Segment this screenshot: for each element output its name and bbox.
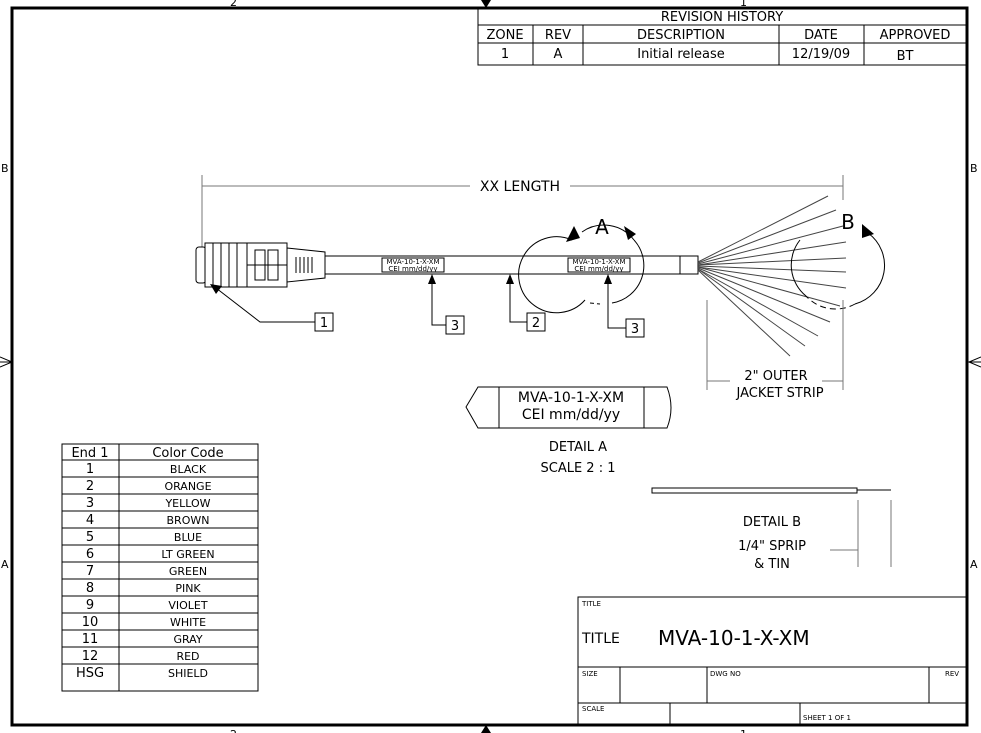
detail-a-callout: A bbox=[518, 215, 645, 314]
drawing-title: MVA-10-1-X-XM bbox=[658, 626, 810, 650]
zone-left-upper: B bbox=[1, 162, 9, 175]
balloon-2-number: 2 bbox=[532, 316, 540, 331]
cable-label-1: MVA-10-1-X-XM CEI mm/dd/yy bbox=[381, 257, 445, 273]
zone-left-lower: A bbox=[1, 558, 9, 571]
color-table-end-cell: 7 bbox=[86, 564, 94, 579]
rev-header-date: DATE bbox=[804, 28, 838, 43]
zone-bottom-right: 1 bbox=[740, 728, 747, 733]
balloon-2: 2 bbox=[506, 274, 546, 332]
length-dimension: XX LENGTH bbox=[201, 175, 844, 255]
balloon-3a-number: 3 bbox=[451, 319, 459, 334]
balloon-3b-number: 3 bbox=[631, 322, 639, 337]
cable-label-1-line1: MVA-10-1-X-XM bbox=[386, 258, 439, 266]
rev-row-date: 12/19/09 bbox=[792, 47, 850, 62]
detail-a-caption: DETAIL A bbox=[549, 440, 607, 455]
color-table-end-cell: HSG bbox=[76, 666, 104, 681]
balloon-3b: 3 bbox=[604, 274, 645, 338]
cable-label-1-line2: CEI mm/dd/yy bbox=[388, 265, 437, 273]
title-block: TITLE TITLE MVA-10-1-X-XM SIZE DWG NO RE… bbox=[577, 596, 968, 726]
zone-bottom-left: 2 bbox=[230, 728, 237, 733]
color-table-end-cell: 1 bbox=[86, 462, 94, 477]
color-code-table: End 1 Color Code 1 BLACK 2 ORANGE 3 YELLOW 4 BROW… bbox=[61, 443, 259, 692]
color-table-color-cell: GREEN bbox=[169, 565, 207, 578]
cable-label-2: MVA-10-1-X-XM CEI mm/dd/yy bbox=[567, 257, 631, 273]
color-table-color-cell: BROWN bbox=[167, 514, 210, 527]
rev-header-zone: ZONE bbox=[486, 28, 523, 43]
detail-a-scale: SCALE 2 : 1 bbox=[541, 461, 616, 476]
detail-b-callout: B bbox=[790, 210, 885, 310]
m12-connector bbox=[195, 242, 326, 288]
rev-header-approved: APPROVED bbox=[880, 28, 951, 43]
jacket-strip-dimension: 2" OUTER JACKET STRIP bbox=[706, 300, 844, 401]
detail-a-label-line2: CEI mm/dd/yy bbox=[522, 407, 620, 423]
center-mark-top bbox=[481, 0, 491, 8]
zone-right-lower: A bbox=[970, 558, 978, 571]
center-mark-left bbox=[0, 356, 14, 368]
color-table-color-cell: SHIELD bbox=[168, 667, 208, 680]
cable-jacket bbox=[325, 255, 699, 275]
detail-b-letter: B bbox=[841, 210, 855, 234]
color-table-header-color: Color Code bbox=[152, 446, 223, 461]
color-table-end-cell: 6 bbox=[86, 547, 94, 562]
rev-row-rev: A bbox=[554, 47, 563, 62]
color-table-color-cell: BLUE bbox=[174, 531, 202, 544]
detail-a-label-line1: MVA-10-1-X-XM bbox=[518, 390, 624, 406]
color-table-header-end: End 1 bbox=[71, 446, 108, 461]
center-mark-right bbox=[967, 356, 981, 368]
detail-b-note-line1: 1/4" SPRIP bbox=[738, 539, 806, 554]
color-table-end-cell: 8 bbox=[86, 581, 94, 596]
color-table-color-cell: YELLOW bbox=[164, 497, 210, 510]
detail-b-view: DETAIL B 1/4" SPRIP & TIN bbox=[651, 487, 892, 572]
length-dimension-label: XX LENGTH bbox=[480, 179, 560, 195]
rev-label: REV bbox=[945, 670, 959, 678]
sheet-border bbox=[10, 6, 969, 727]
color-table-end-cell: 2 bbox=[86, 479, 94, 494]
color-table-end-cell: 4 bbox=[86, 513, 94, 528]
zone-top-left: 2 bbox=[230, 0, 237, 9]
jacket-strip-label-line1: 2" OUTER bbox=[744, 369, 807, 384]
cable-label-2-line1: MVA-10-1-X-XM bbox=[572, 258, 625, 266]
color-table-end-cell: 11 bbox=[82, 632, 99, 647]
wire-fan bbox=[697, 195, 847, 357]
color-table-color-cell: LT GREEN bbox=[161, 548, 214, 561]
detail-b-caption: DETAIL B bbox=[743, 515, 801, 530]
color-table-color-cell: GRAY bbox=[173, 633, 202, 646]
rev-row-zone: 1 bbox=[501, 47, 509, 62]
jacket-strip-label-line2: JACKET STRIP bbox=[735, 386, 823, 401]
color-table-color-cell: WHITE bbox=[170, 616, 206, 629]
sheet-label: SHEET 1 OF 1 bbox=[803, 714, 851, 722]
rev-row-approved: BT bbox=[897, 49, 914, 64]
rev-row-description: Initial release bbox=[637, 47, 725, 62]
dwg-no-label: DWG NO bbox=[710, 670, 741, 678]
title-small-label: TITLE bbox=[581, 600, 601, 608]
color-table-end-cell: 3 bbox=[86, 496, 94, 511]
color-table-end-cell: 9 bbox=[86, 598, 94, 613]
balloon-1-number: 1 bbox=[320, 316, 328, 331]
detail-b-note-line2: & TIN bbox=[754, 557, 790, 572]
detail-a-letter: A bbox=[595, 215, 609, 239]
zone-right-upper: B bbox=[970, 162, 978, 175]
color-table-end-cell: 5 bbox=[86, 530, 94, 545]
scale-label: SCALE bbox=[582, 705, 604, 713]
balloon-1: 1 bbox=[210, 284, 334, 332]
cable-label-2-line2: CEI mm/dd/yy bbox=[574, 265, 623, 273]
zone-top-right: 1 bbox=[740, 0, 747, 9]
color-table-color-cell: ORANGE bbox=[164, 480, 211, 493]
revision-history-table: REVISION HISTORY ZONE REV DESCRIPTION DA… bbox=[477, 7, 968, 66]
size-label: SIZE bbox=[582, 670, 598, 678]
title-label: TITLE bbox=[581, 631, 620, 647]
center-mark-bottom bbox=[481, 725, 491, 733]
rev-header-description: DESCRIPTION bbox=[637, 28, 725, 43]
revision-history-title: REVISION HISTORY bbox=[661, 10, 783, 25]
color-table-color-cell: PINK bbox=[175, 582, 201, 595]
color-table-end-cell: 10 bbox=[82, 615, 99, 630]
color-table-color-cell: VIOLET bbox=[168, 599, 208, 612]
detail-a-view: MVA-10-1-X-XM CEI mm/dd/yy DETAIL A SCAL… bbox=[465, 386, 672, 476]
color-table-color-cell: BLACK bbox=[170, 463, 207, 476]
rev-header-rev: REV bbox=[545, 28, 571, 43]
balloon-3a: 3 bbox=[428, 274, 465, 335]
color-table-end-cell: 12 bbox=[82, 649, 99, 664]
color-table-color-cell: RED bbox=[176, 650, 199, 663]
